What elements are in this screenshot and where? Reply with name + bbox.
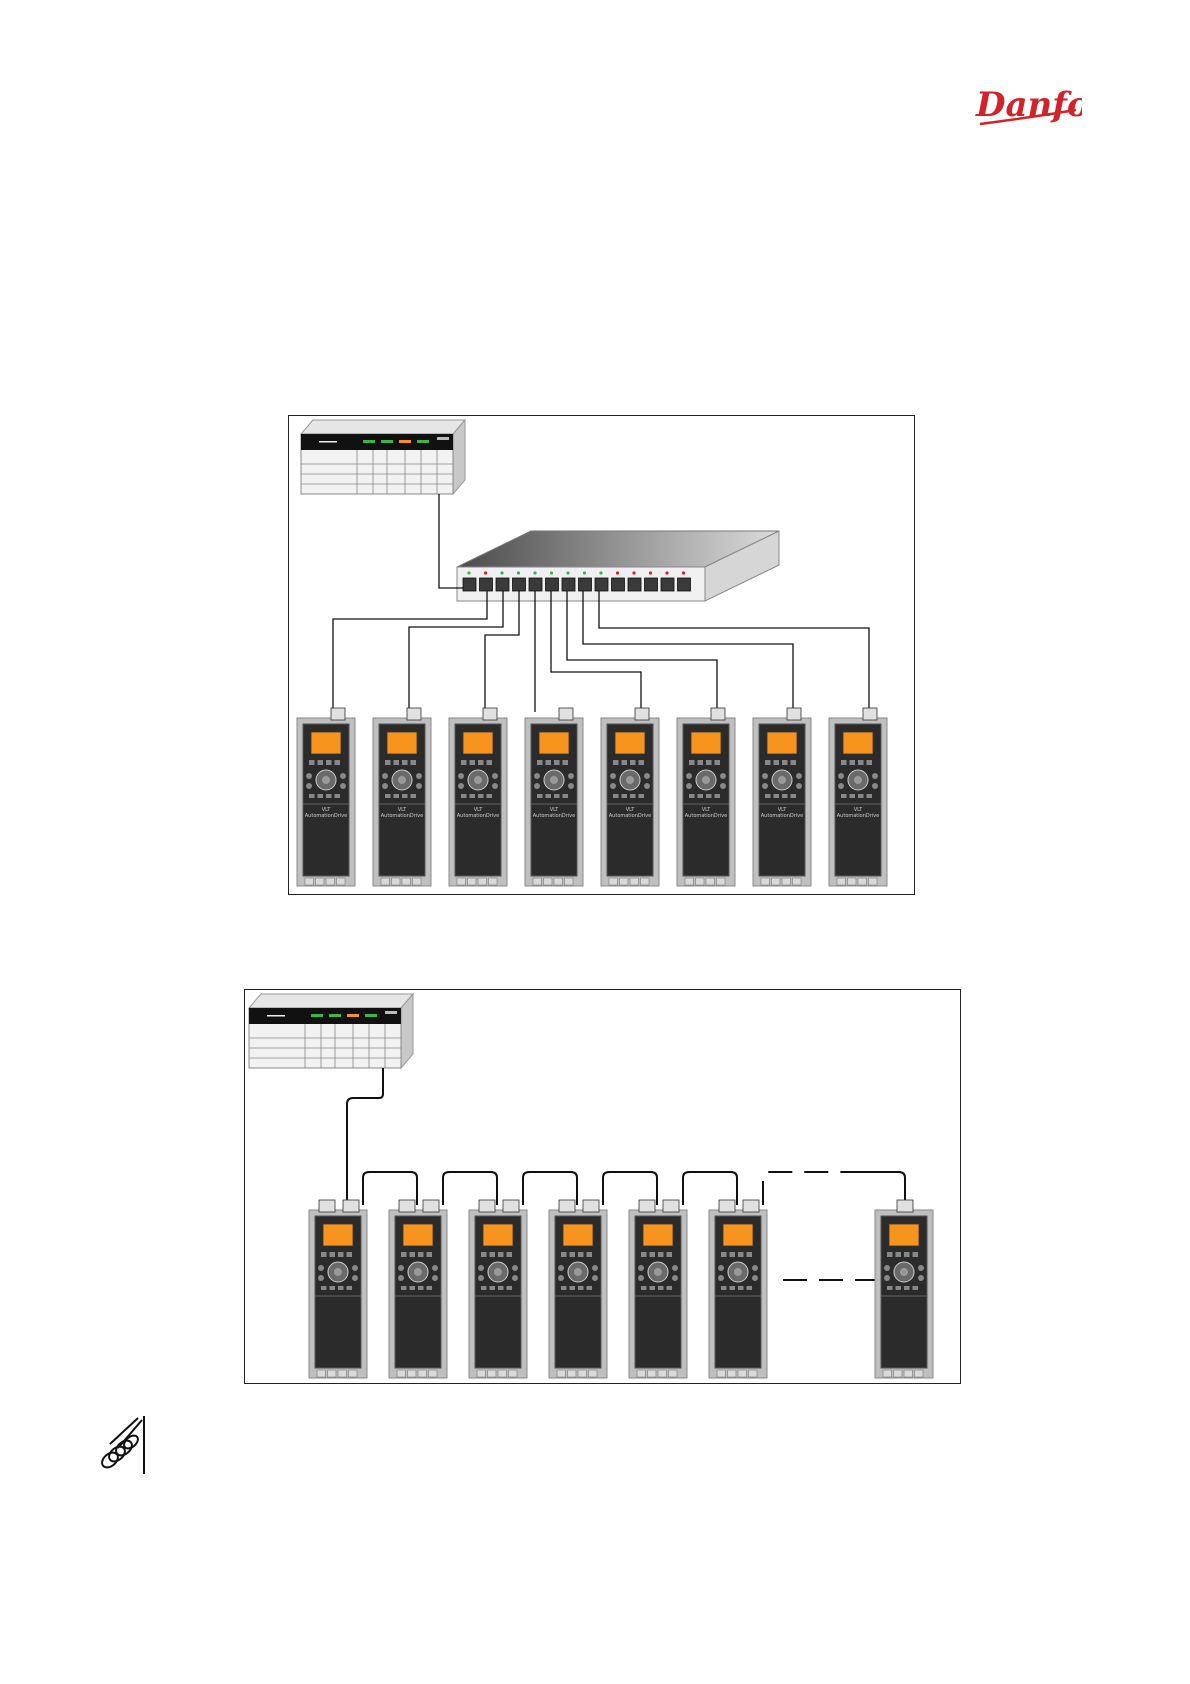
ethernet-switch [457,531,779,601]
vlt-drive [709,1200,767,1378]
vlt-drive [309,1200,367,1378]
svg-text:AutomationDrive: AutomationDrive [305,813,347,819]
plc-controller [249,994,413,1068]
plc-controller [301,420,465,494]
svg-text:AutomationDrive: AutomationDrive [837,813,879,819]
danfoss-logo-text: Danfoss [975,85,1082,125]
danfoss-logo: Danfoss [972,80,1082,132]
vlt-drive [875,1200,933,1378]
svg-text:AutomationDrive: AutomationDrive [457,813,499,819]
svg-text:AutomationDrive: AutomationDrive [761,813,803,819]
svg-text:AutomationDrive: AutomationDrive [685,813,727,819]
network-cables [333,494,869,712]
svg-text:AutomationDrive: AutomationDrive [533,813,575,819]
note-hand-icon [96,1414,152,1476]
vlt-drive [549,1200,607,1378]
line-topology-diagram [244,989,961,1384]
drive-row [309,1200,933,1378]
vlt-drive [629,1200,687,1378]
svg-text:AutomationDrive: AutomationDrive [609,813,651,819]
svg-text:AutomationDrive: AutomationDrive [381,813,423,819]
vlt-drive [469,1200,527,1378]
vlt-drive [389,1200,447,1378]
